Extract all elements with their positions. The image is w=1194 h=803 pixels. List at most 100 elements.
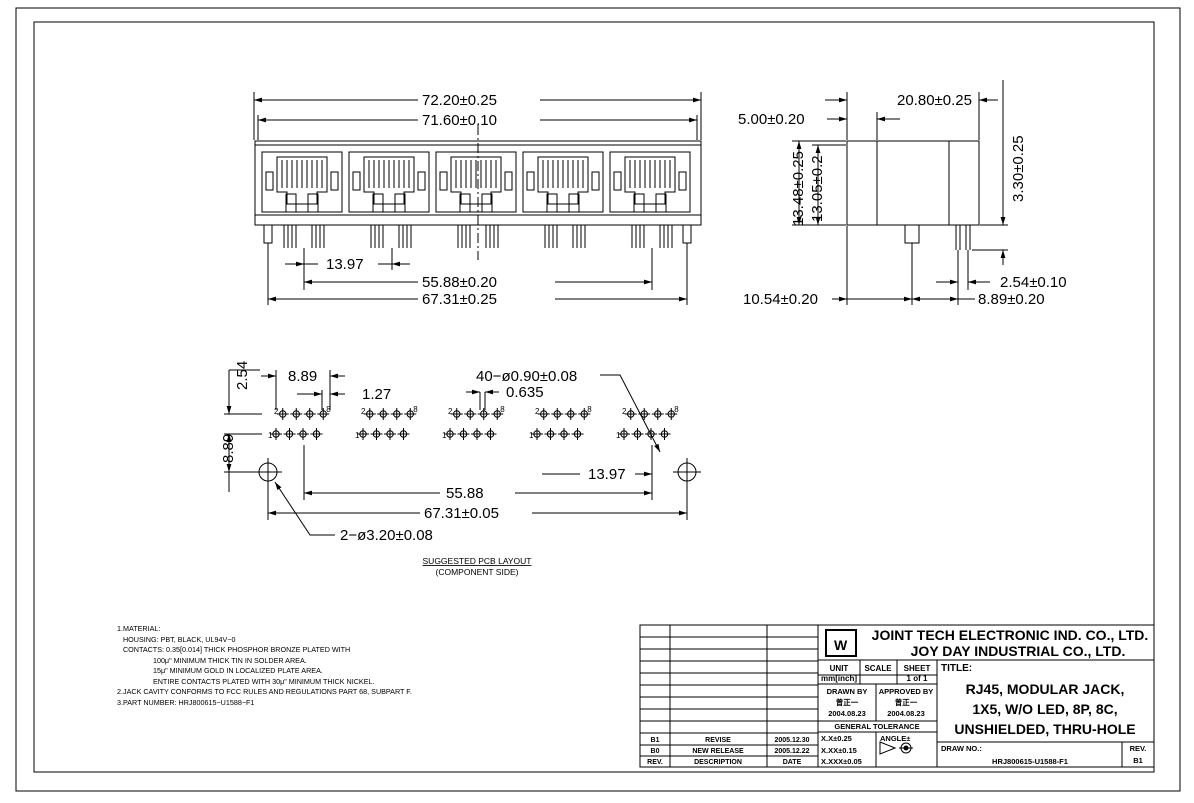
- pcb-pin-label: 1: [616, 431, 621, 440]
- dim-pcb-row-offset: 8.89: [220, 434, 237, 463]
- pcb-pin-label: 2: [535, 407, 540, 416]
- dim-pcb-pin-pitch: 1.27: [362, 386, 391, 403]
- draw-no-value: HRJ800615-U1588-F1: [992, 757, 1068, 766]
- pcb-pin-label: 8: [587, 405, 592, 414]
- front-pins: [283, 225, 673, 248]
- side-view: [792, 80, 1008, 305]
- pcb-hole-groups: 2 8 1 2 8 1 2 8 1 2 8 1 2 8 1: [268, 405, 679, 440]
- rev-value: B1: [1133, 756, 1143, 765]
- unit-value: mm[inch]: [821, 674, 857, 683]
- approved-by-name: 曾正一: [895, 697, 918, 707]
- pcb-pin-label: 1: [355, 431, 360, 440]
- company-line2: JOY DAY INDUSTRIAL CO., LTD.: [911, 643, 1126, 659]
- revision-desc: NEW RELEASE: [692, 748, 744, 755]
- dim-pcb-hole: 40−ø0.90±0.08: [476, 368, 577, 385]
- pcb-hole-group: 2 8 1: [442, 405, 505, 440]
- unit-label: UNIT: [830, 664, 849, 673]
- note-line: 3.PART NUMBER: HRJ800615−U1588−F1: [117, 697, 255, 707]
- pcb-hole-group: 2 8 1: [529, 405, 592, 440]
- title-line1: RJ45, MODULAR JACK,: [966, 681, 1125, 697]
- revision-date: 2005.12.22: [774, 748, 809, 755]
- note-line: HOUSING: PBT, BLACK, UL94V−0: [117, 634, 236, 644]
- note-line: ENTIRE CONTACTS PLATED WITH 30μ" MINIMUM…: [117, 676, 375, 686]
- pcb-hole-group: 2 8 1: [616, 405, 679, 440]
- pcb-hole-group: 2 8 1: [268, 405, 331, 440]
- tolerance-3: X.XXX±0.05: [821, 757, 862, 766]
- dim-side-front-to-peg: 10.54±0.20: [743, 291, 818, 308]
- pcb-pin-label: 8: [326, 405, 331, 414]
- pcb-pin-label: 1: [529, 431, 534, 440]
- dim-side-height: 13.48±0.25: [790, 151, 807, 226]
- dim-body-width: 71.60±0.10: [422, 112, 497, 129]
- dim-port-pitch: 13.97: [326, 256, 364, 273]
- pcb-pin-label: 2: [274, 407, 279, 416]
- revision-rev: B0: [651, 748, 660, 755]
- drawn-date: 2004.08.23: [828, 709, 866, 718]
- tolerance-2: X.XX±0.15: [821, 746, 857, 755]
- drawing-notes: 1.MATERIAL: HOUSING: PBT, BLACK, UL94V−0…: [117, 624, 637, 708]
- revision-header-desc: DESCRIPTION: [694, 759, 742, 766]
- dim-side-pin-pitch: 2.54±0.10: [1000, 274, 1067, 291]
- revision-header-date: DATE: [783, 759, 802, 766]
- pcb-pin-label: 2: [622, 407, 627, 416]
- title-block: [639, 624, 1155, 768]
- note-line: CONTACTS: 0.35[0.014] THICK PHOSPHOR BRO…: [117, 645, 351, 654]
- angle-label: ANGLE±: [880, 734, 910, 743]
- note-line: 1.MATERIAL:: [117, 624, 161, 633]
- dim-pcb-peg-span: 67.31±0.05: [424, 505, 499, 522]
- pcb-pin-label: 2: [448, 407, 453, 416]
- title-label: TITLE:: [941, 663, 972, 674]
- dim-pin-span: 55.88±0.20: [422, 274, 497, 291]
- pcb-pin-label: 1: [268, 431, 273, 440]
- pcb-hole-group: 2 8 1: [355, 405, 418, 440]
- scale-label: SCALE: [864, 664, 892, 673]
- pcb-pin-label: 8: [674, 405, 679, 414]
- outer-border: [15, 7, 1181, 792]
- company-line1: JOINT TECH ELECTRONIC IND. CO., LTD.: [872, 627, 1149, 643]
- pcb-pin-label: 2: [361, 407, 366, 416]
- approved-by-label: APPROVED BY: [879, 687, 934, 696]
- pcb-layout: [224, 369, 701, 536]
- general-tolerance-label: GENERAL TOLERANCE: [834, 722, 919, 731]
- dim-pcb-peg-hole: 2−ø3.20±0.08: [340, 527, 433, 544]
- revision-date: 2005.12.30: [774, 737, 809, 744]
- title-line3: UNSHIELDED, THRU-HOLE: [954, 721, 1135, 737]
- approved-date: 2004.08.23: [887, 709, 925, 718]
- dim-side-pin-length: 3.30±0.25: [1010, 135, 1027, 202]
- sheet-label: SHEET: [904, 664, 931, 673]
- pcb-layout-subtitle: (COMPONENT SIDE): [436, 567, 519, 577]
- dim-peg-span: 67.31±0.25: [422, 291, 497, 308]
- drawn-by-name: 曾正一: [836, 697, 859, 707]
- revision-desc: REVISE: [705, 737, 731, 744]
- dim-pcb-port-pitch: 13.97: [588, 466, 626, 483]
- dim-pcb-row-pitch: 2.54: [234, 361, 251, 390]
- dim-side-depth: 20.80±0.25: [897, 92, 972, 109]
- revision-header-rev: REV.: [647, 759, 663, 766]
- inner-border: [33, 21, 1155, 773]
- dim-overall-width: 72.20±0.25: [422, 92, 497, 109]
- pcb-pin-label: 8: [500, 405, 505, 414]
- front-ports: [261, 151, 691, 213]
- note-line: 15μ" MINIMUM GOLD IN LOCALIZED PLATE ARE…: [117, 666, 323, 675]
- dim-side-peg-to-pin: 8.89±0.20: [978, 291, 1045, 308]
- dim-side-front-offset: 5.00±0.20: [738, 111, 805, 128]
- dim-side-height-inner: 13.05±0.2: [809, 155, 826, 222]
- draw-no-label: DRAW NO.:: [941, 744, 982, 753]
- pcb-layout-title: SUGGESTED PCB LAYOUT: [423, 556, 532, 566]
- pcb-pin-label: 1: [442, 431, 447, 440]
- company-logo-icon: W: [834, 637, 848, 653]
- front-view: [253, 92, 702, 305]
- dim-pcb-group-span: 55.88: [446, 485, 484, 502]
- tolerance-1: X.X±0.25: [821, 734, 852, 743]
- note-line: 100μ" MINIMUM THICK TIN IN SOLDER AREA.: [117, 655, 307, 665]
- revision-rev: B1: [651, 737, 660, 744]
- dim-pcb-half-pitch: 0.635: [506, 384, 544, 401]
- title-line2: 1X5, W/O LED, 8P, 8C,: [972, 701, 1117, 717]
- pcb-pin-label: 8: [413, 405, 418, 414]
- drawn-by-label: DRAWN BY: [827, 687, 868, 696]
- rev-label: REV.: [1130, 744, 1147, 753]
- note-line: 2.JACK CAVITY CONFORMS TO FCC RULES AND …: [117, 687, 412, 696]
- dim-pcb-pin-group: 8.89: [288, 368, 317, 385]
